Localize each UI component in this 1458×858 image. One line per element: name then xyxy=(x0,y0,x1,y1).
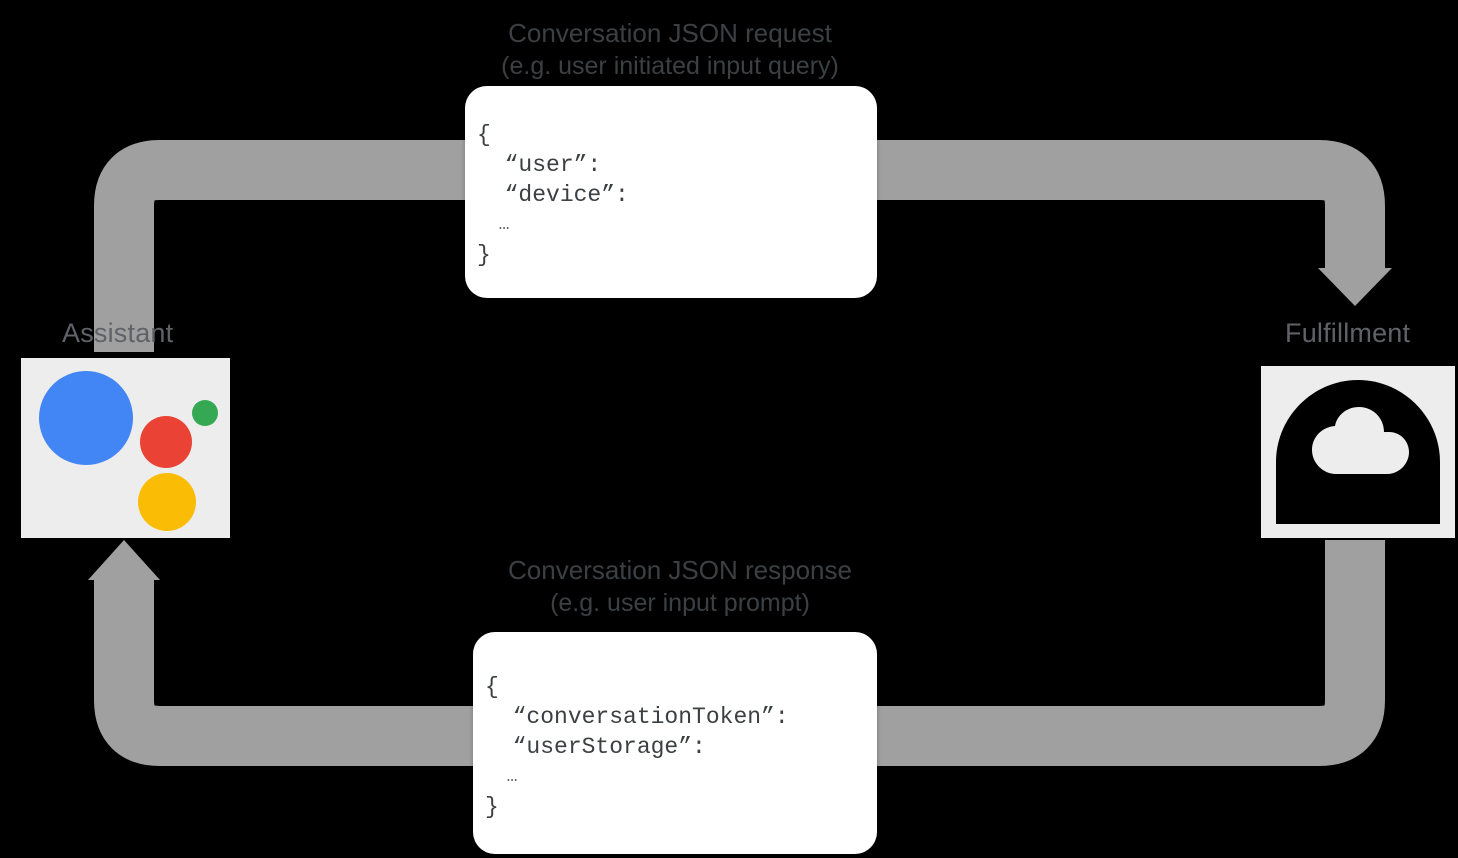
fulfillment-icon-tile[interactable] xyxy=(1261,366,1455,538)
response-flow-caption: Conversation JSON response (e.g. user in… xyxy=(330,553,1030,620)
response-caption-title: Conversation JSON response xyxy=(508,555,852,585)
request-json-card: { “user”: “device”: … } xyxy=(465,86,877,298)
request-json-ellipsis: … xyxy=(477,215,510,235)
request-json-open-brace: { xyxy=(477,122,491,148)
google-cloud-icon xyxy=(1276,380,1440,524)
request-json-close-brace: } xyxy=(477,242,491,268)
response-json-close-brace: } xyxy=(485,794,499,820)
request-json-line-user: “user”: xyxy=(477,152,602,178)
response-json-card: { “conversationToken”: “userStorage”: … … xyxy=(473,632,877,854)
response-caption-subtitle: (e.g. user input prompt) xyxy=(550,589,810,617)
response-json-line-user-storage: “userStorage”: xyxy=(485,734,706,760)
request-json-line-device: “device”: xyxy=(477,182,629,208)
request-caption-subtitle: (e.g. user initiated input query) xyxy=(501,52,839,80)
google-assistant-icon xyxy=(39,371,218,531)
response-json-open-brace: { xyxy=(485,674,499,700)
assistant-icon-tile[interactable] xyxy=(21,358,230,538)
request-flow-caption: Conversation JSON request (e.g. user ini… xyxy=(320,16,1020,83)
fulfillment-node-label: Fulfillment xyxy=(1285,318,1411,348)
response-json-ellipsis: … xyxy=(485,767,518,787)
assistant-node-label: Assistant xyxy=(62,318,174,348)
request-caption-title: Conversation JSON request xyxy=(508,18,832,48)
response-json-line-conversation-token: “conversationToken”: xyxy=(485,704,789,730)
